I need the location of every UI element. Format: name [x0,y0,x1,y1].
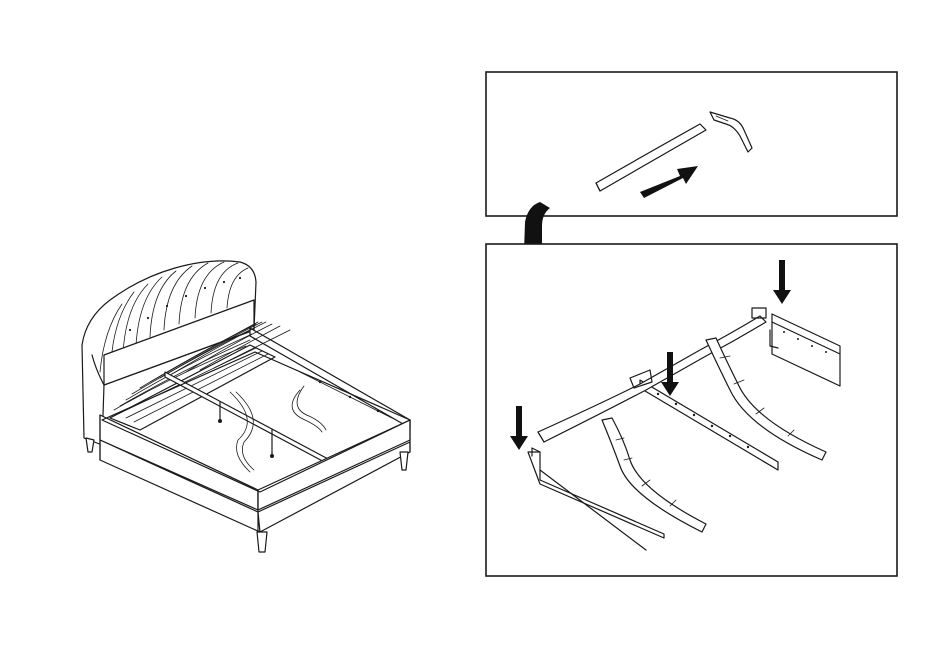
slat-placement-detail [486,244,897,576]
slat-insertion-detail [486,72,897,216]
detail-panel-top [486,72,897,216]
bed-frame-overview [82,261,410,552]
